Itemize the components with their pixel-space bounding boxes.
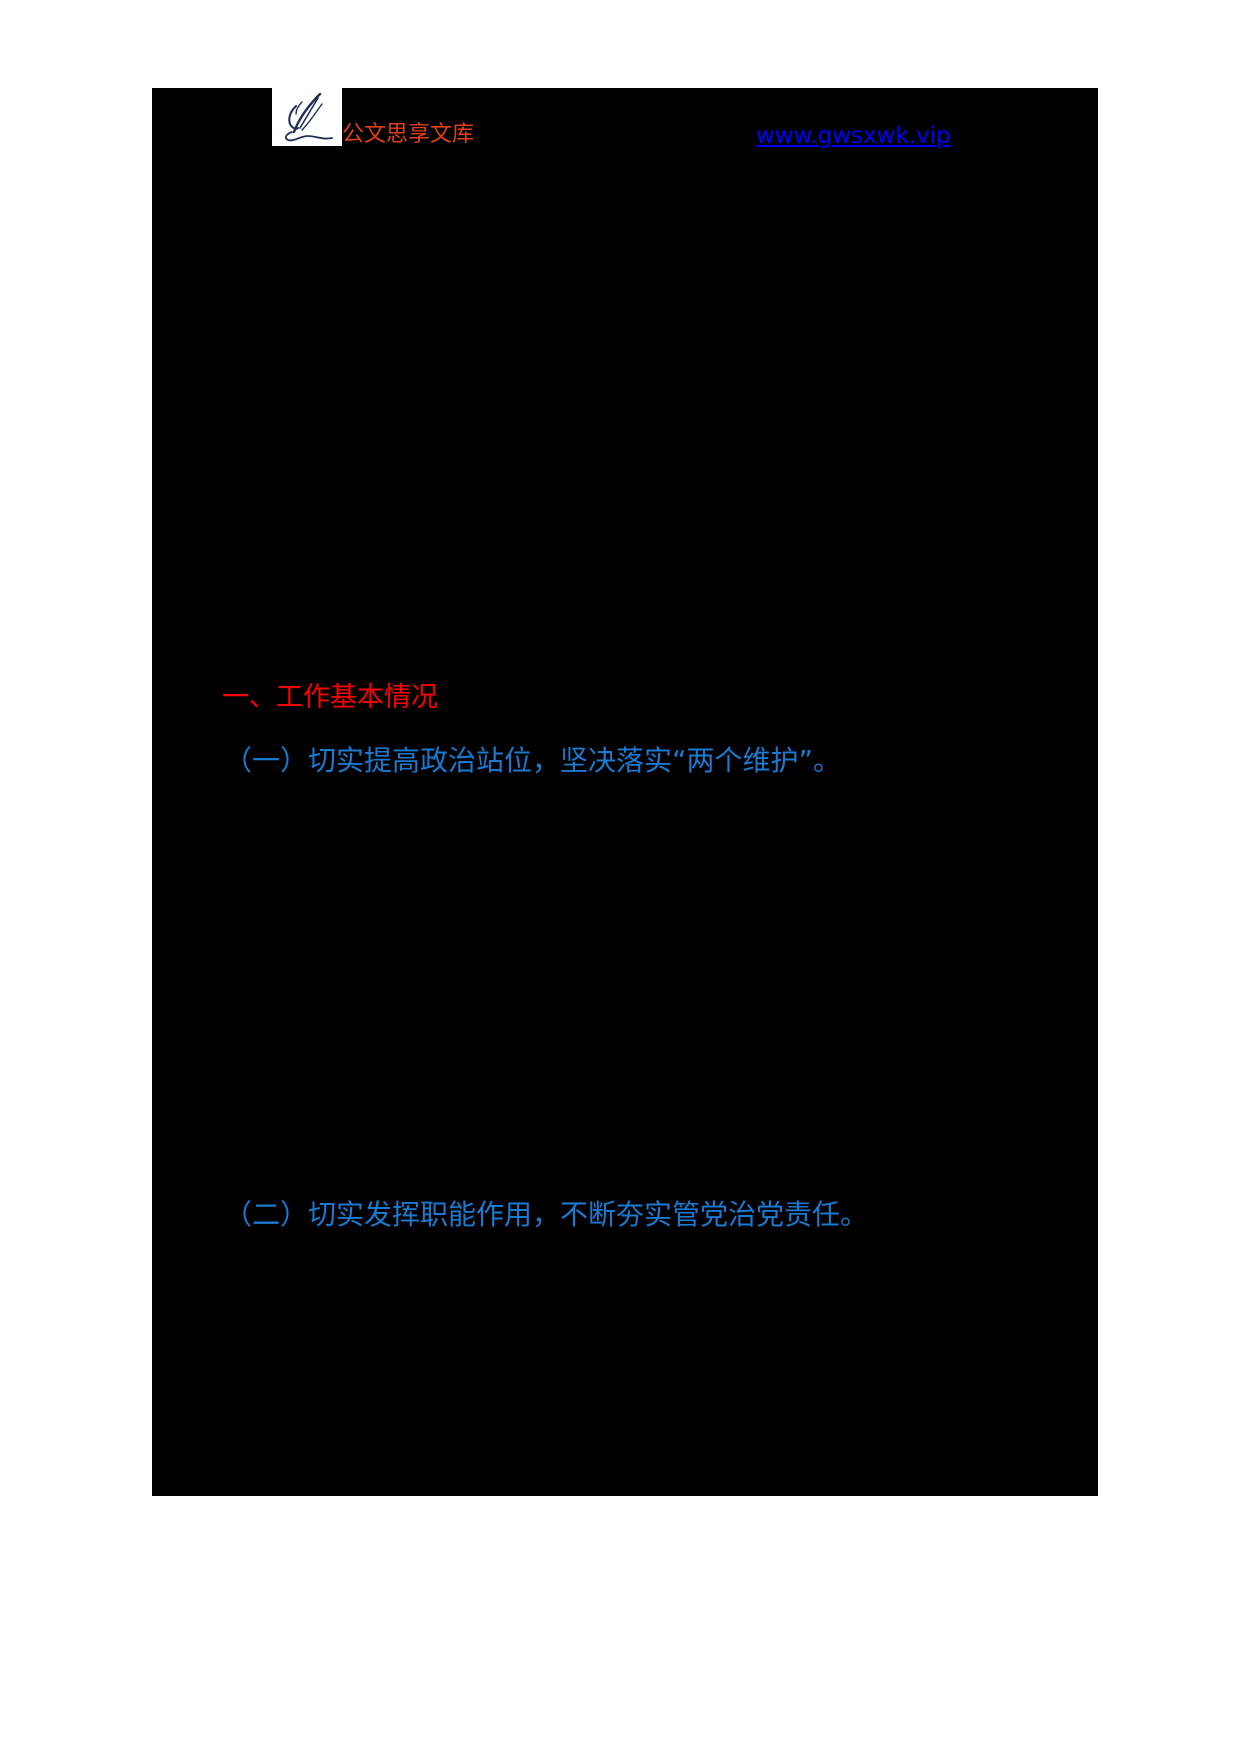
logo-text: 公文思享文库	[342, 122, 475, 147]
logo	[272, 88, 342, 146]
subheading-2: （二）切实发挥职能作用，不断夯实管党治党责任。	[224, 1198, 869, 1231]
section-heading: 一、工作基本情况	[222, 682, 438, 713]
subheading-1: （一）切实提高政治站位，坚决落实“两个维护”。	[224, 744, 842, 777]
site-link[interactable]: www.gwsxwk.vip	[756, 123, 951, 149]
document-page-body	[152, 88, 1098, 1496]
quill-pen-icon	[285, 92, 333, 142]
